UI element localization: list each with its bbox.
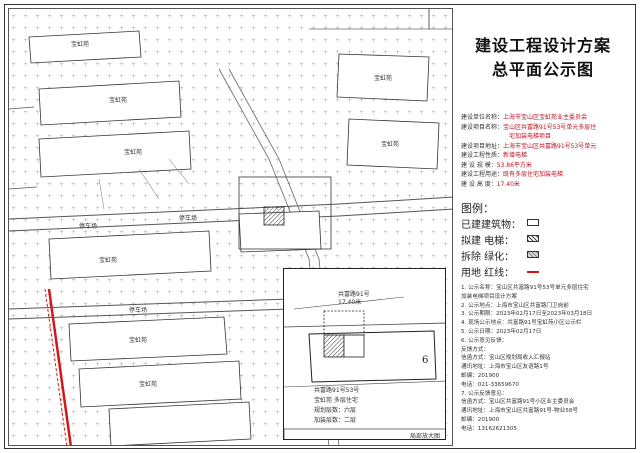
info-row: 建设工程性质：新增电梯 [461, 152, 527, 161]
info-panel: 建设工程设计方案 总平面公示图 建设单位名称：上海市宝山区宝虹苑业主委员会建设项… [455, 8, 631, 446]
inset-drawing [284, 296, 445, 439]
page-title: 建设工程设计方案 [474, 36, 611, 55]
info-label: 建设项目地址： [461, 142, 504, 150]
red-boundary-line [47, 288, 72, 445]
note-line: 通讯地址：上海市宝山区友谊路1号 [461, 364, 549, 371]
info-label [461, 133, 509, 140]
legend-title: 图例： [461, 202, 494, 215]
site-boundary-box [238, 176, 332, 250]
legend-swatch [527, 251, 539, 258]
legend-swatch [527, 235, 539, 242]
note-line: 6. 公示意见反馈： [461, 337, 508, 344]
inset-elevator-hatch [323, 334, 345, 358]
inset-top-label: 共富路91号 [338, 291, 370, 298]
road-line [9, 196, 452, 220]
note-line: 4. 现场公示地点：共富路91号宝虹苑小区公示栏 [461, 320, 582, 327]
legend-swatch [527, 219, 539, 226]
note-line: 5. 公示日期：2023年02月17日 [461, 329, 542, 335]
road-line [9, 208, 452, 232]
note-line: 通讯地址：上海市宝山区共富路91号-物业58号 [461, 408, 578, 415]
road-label: 停车场 [179, 215, 198, 222]
info-row: 建 设 高 度：17.40米 [461, 181, 520, 190]
outer-frame [4, 4, 636, 449]
road-label: 停车场 [79, 223, 98, 230]
info-label: 建 设 规 模： [461, 161, 497, 169]
inset-dimension-label: 17.40米 [338, 299, 362, 306]
red-boundary-dash [44, 288, 68, 445]
building-label: 宝虹苑 [129, 337, 148, 344]
legend-row: 已建建筑物： [461, 220, 521, 231]
note-line: 加装电梯项目设计方案 [461, 293, 517, 300]
info-value: 宅加装电梯项目 [509, 133, 552, 140]
note-line: 7. 公示反馈意见： [461, 390, 508, 397]
page-subtitle: 总平面公示图 [491, 60, 594, 79]
info-value: 17.40米 [496, 180, 520, 188]
building-label: 宝虹苑 [381, 141, 400, 148]
inset-info-line: 加装层数：二层 [314, 417, 357, 424]
info-value: 宝山区共富路91号53号单元多层住 [503, 123, 597, 131]
info-value: 新增电梯 [503, 152, 528, 159]
info-row: 宅加装电梯项目 [461, 133, 551, 142]
info-row: 建 设 规 模：53.86平方米 [461, 162, 532, 171]
info-value: 上海市宝山区共富路91号53号单元 [503, 142, 597, 150]
info-label: 建设单位名称： [461, 114, 504, 121]
info-row: 建设工程用途：既有多层住宅加装电梯 [461, 171, 563, 180]
info-label: 建 设 高 度： [461, 180, 497, 188]
note-line: 1. 公示名称：宝山区共富路91号53号单元多层住宅 [461, 285, 589, 291]
note-line: 邮编：201900 [461, 373, 500, 379]
note-line: 邮编：201900 [461, 417, 500, 423]
info-row: 建设项目地址：上海市宝山区共富路91号53号单元 [461, 143, 596, 152]
building-label: 宝虹苑 [71, 41, 90, 48]
road-edge [9, 106, 38, 190]
detail-inset: 共富路91号 17.40米 共富路91号53号 宝虹苑 多层住宅 规划层数：六层… [283, 268, 446, 440]
note-line: 电话：13162621305 [461, 425, 517, 432]
building-label: 宝虹苑 [124, 149, 143, 156]
building-label: 宝虹苑 [139, 381, 158, 388]
legend-swatch [527, 271, 539, 273]
note-line: 电话：021-33659670 [461, 381, 519, 388]
note-line: 2. 公示地点：上海市宝山区共富路门卫岗前 [461, 302, 569, 309]
building-label: 宝虹苑 [374, 75, 393, 82]
road-line [9, 308, 290, 320]
info-value: 53.86平方米 [496, 161, 532, 169]
inset-building-label: 共富路91号53号 [314, 387, 360, 394]
proposed-elevator [263, 206, 285, 226]
info-value: 上海市宝山区宝虹苑业主委员会 [503, 114, 588, 121]
road-line [9, 298, 290, 310]
legend-row: 用地 红线： [461, 268, 515, 279]
path-line [98, 158, 190, 210]
building-label: 宝虹苑 [109, 97, 128, 104]
info-label: 建设工程性质： [461, 152, 504, 159]
inset-info-line: 规划层数：六层 [314, 407, 357, 414]
legend-row: 拟建 电梯： [461, 236, 515, 247]
info-value: 既有多层住宅加装电梯 [503, 171, 564, 178]
inset-number: 6 [422, 355, 429, 366]
info-row: 建设项目名称：宝山区共富路91号53号单元多层住 [461, 124, 596, 133]
building-label: 宝虹苑 [99, 257, 118, 264]
note-line: 信函方式：宝山区规划局收入汇报站 [461, 355, 551, 362]
note-line: 反馈方式： [461, 346, 489, 353]
legend-row: 拆除 绿化： [461, 252, 515, 263]
info-row: 建设单位名称：上海市宝山区宝虹苑业主委员会 [461, 114, 587, 123]
road-label: 停车场 [129, 307, 148, 314]
note-line: 信函方式：宝山区共富路91号小区业主委员会 [461, 399, 575, 406]
info-label: 建设工程用途： [461, 171, 504, 178]
inset-info-line: 宝虹苑 多层住宅 [314, 397, 358, 404]
inset-caption: 局部放大图 [410, 433, 441, 440]
info-label: 建设项目名称： [461, 123, 504, 131]
note-line: 3. 公示期限：2023年02月17日至2023年03月18日 [461, 311, 593, 318]
building-group [28, 30, 440, 445]
